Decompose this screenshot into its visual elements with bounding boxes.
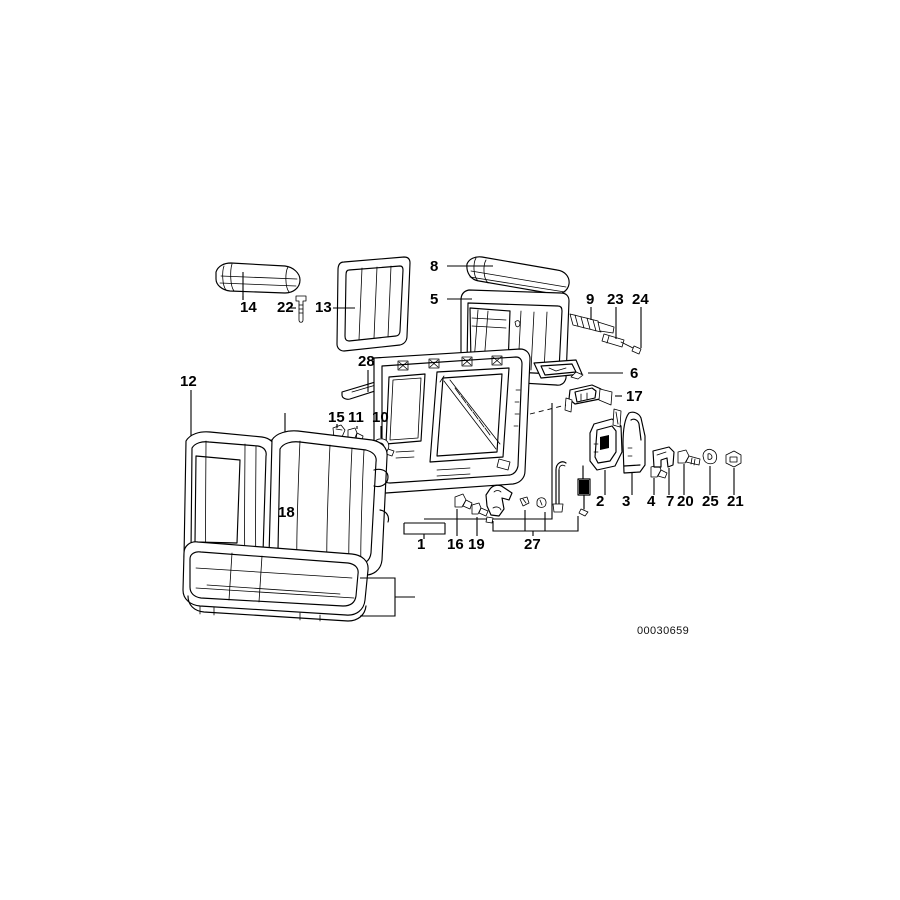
callout-3: 3: [622, 493, 631, 510]
part-6-trim-cap: [533, 359, 584, 380]
leader-1-left: [403, 523, 425, 539]
leader-27-a: [492, 521, 534, 536]
callout-13: 13: [315, 299, 332, 316]
part-25-washer: [702, 448, 718, 465]
callout-25: 25: [702, 493, 719, 510]
part-14-bolster-roll: [215, 262, 301, 294]
leader-1-right: [424, 523, 446, 535]
part-16-fastener: [454, 493, 473, 510]
callout-18: 18: [278, 504, 295, 521]
callout-11: 11: [348, 409, 364, 426]
part-8-upper-roll: [466, 256, 570, 295]
callout-15: 15: [328, 409, 345, 426]
diagram-id-code: 00030659: [637, 625, 690, 637]
part-17-striker: [564, 384, 613, 413]
part-24-bolt: [620, 341, 642, 355]
callout-16: 16: [447, 536, 464, 553]
callout-17: 17: [626, 388, 643, 405]
part-7-bracket: [652, 446, 675, 468]
part-9-adjuster-rod: [569, 313, 615, 334]
callout-5: 5: [430, 291, 439, 308]
callout-27: 27: [524, 536, 541, 553]
callout-4: 4: [647, 493, 656, 510]
part-22-screw: [295, 295, 307, 323]
callout-7: 7: [666, 493, 675, 510]
callout-1: 1: [417, 536, 426, 553]
alignment-guide: [529, 404, 567, 415]
leader-27-d: [533, 516, 579, 532]
part-3-latch-cover: [622, 411, 646, 474]
part-26-seat-cushion: [182, 541, 369, 622]
callout-28: 28: [358, 353, 375, 370]
part-23-sleeve: [601, 333, 625, 348]
part-15-nut: [332, 424, 346, 439]
part-20-hex-bolt: [677, 449, 701, 466]
callout-24: 24: [632, 291, 649, 308]
callout-12: 12: [180, 373, 197, 390]
part-1-backrest-frame: [373, 348, 531, 494]
callout-6: 6: [630, 365, 639, 382]
part-21-nut: [725, 450, 742, 468]
part-13-side-panel: [336, 256, 411, 352]
callout-10: 10: [372, 409, 389, 426]
callout-22: 22: [277, 299, 294, 316]
callout-2: 2: [596, 493, 605, 510]
part-19-screw: [471, 502, 489, 517]
leader-1-arm: [424, 403, 553, 520]
callout-19: 19: [468, 536, 485, 553]
part-27-linkage-group: [485, 461, 591, 524]
callout-21: 21: [727, 493, 744, 510]
callout-14: 14: [240, 299, 257, 316]
callout-23: 23: [607, 291, 624, 308]
callout-9: 9: [586, 291, 595, 308]
part-2-latch-body: [589, 408, 623, 471]
callout-20: 20: [677, 493, 694, 510]
callout-8: 8: [430, 258, 439, 275]
